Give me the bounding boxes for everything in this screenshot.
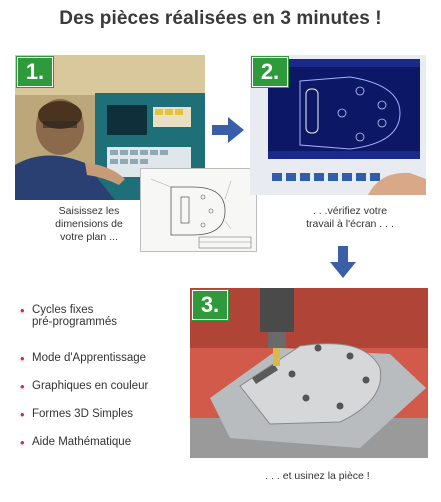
feature-item: • Aide Mathématique (20, 435, 132, 450)
step3-caption: . . . et usinez la pièce ! (265, 470, 370, 482)
step2-caption-line: travail à l'écran . . . (306, 218, 394, 230)
feature-item: • Formes 3D Simples (20, 407, 133, 422)
milling-part-illustration (190, 288, 428, 458)
bullet-icon: • (20, 435, 25, 450)
feature-item: • Graphiques en couleur (20, 379, 149, 394)
step3-machining-photo: 3. (190, 288, 428, 458)
headline: Des pièces réalisées en 3 minutes ! (59, 8, 382, 29)
step3-badge: 3. (192, 290, 228, 320)
step1-photo: 1. (15, 55, 205, 200)
blueprint-drawing (140, 168, 257, 252)
feature-item: • Mode d'Apprentissage (20, 351, 147, 366)
step1-caption: Saisissez les dimensions de votre plan .… (48, 205, 130, 244)
step1-badge: 1. (17, 57, 53, 87)
step1-caption-line: Saisissez les (58, 205, 120, 217)
bullet-icon: • (20, 379, 25, 394)
operator-at-console-illustration (15, 55, 205, 200)
step2-screen-photo: 2. (250, 55, 426, 195)
step2-caption: . . .vérifiez votre travail à l'écran . … (286, 205, 414, 231)
bullet-icon: • (20, 303, 25, 318)
feature-item: • Cycles fixes pré-programmés (20, 303, 117, 328)
step2-badge: 2. (252, 57, 288, 87)
bullet-icon: • (20, 407, 25, 422)
step1-caption-line: dimensions de (55, 218, 123, 230)
down-arrow-icon (330, 246, 356, 278)
step2-caption-line: . . .vérifiez votre (312, 205, 388, 217)
step1-caption-line: votre plan ... (60, 231, 118, 243)
bullet-icon: • (20, 351, 25, 366)
right-arrow-icon (212, 117, 244, 143)
features-list: • Cycles fixes pré-programmés • Mode d'A… (20, 303, 149, 464)
